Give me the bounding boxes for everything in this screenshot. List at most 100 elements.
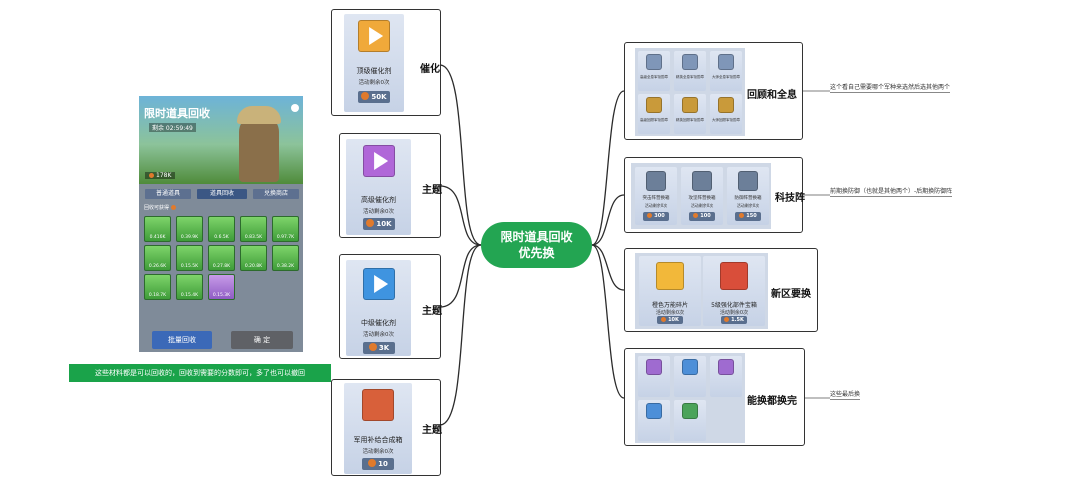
hero-banner: 限时道具回收 剩余 02:59:49 178K	[139, 96, 303, 184]
resource-tile[interactable]: 0.97.7K	[272, 216, 299, 242]
resource-amount: 0.83.5K	[244, 235, 263, 240]
tab-normal[interactable]: 普通道具	[145, 189, 191, 199]
catalyst-icon	[358, 20, 390, 52]
resource-amount: 0.38.2K	[276, 264, 295, 269]
resource-tile[interactable]: 0.26.6K	[144, 245, 171, 271]
holo-card: 高级全息军衔勋章	[638, 51, 670, 91]
coin-icon	[368, 459, 377, 467]
resource-tile[interactable]: 0.39.9K	[176, 216, 203, 242]
item-price: 10K	[363, 218, 395, 230]
resource-tile[interactable]: 0.18.7K	[144, 274, 171, 300]
item-price: 10	[362, 458, 394, 470]
topic-label: 能换都换完	[747, 396, 797, 407]
soldier-figure	[239, 114, 279, 182]
item-remain: 活动剩余0次	[358, 80, 390, 86]
item-card-mid-catalyst: 中级催化剂 活动剩余0次 3K	[346, 260, 411, 356]
resource-amount: 0.97.7K	[276, 235, 295, 240]
tech-grid: 突击阵营换箱 活动剩余0次 300 攻坚阵营换箱 活动剩余0次 100 防御阵营…	[631, 163, 771, 229]
resource-amount: 0.416K	[149, 235, 166, 240]
catalyst-icon	[363, 145, 395, 177]
holo-card: 大师回顾军衔勋章	[710, 94, 742, 134]
supply-box-icon	[362, 389, 394, 421]
region-card: 橙色万能碎片 活动剩余0次 10K	[639, 256, 701, 326]
tab-recycle[interactable]: 道具回收	[197, 189, 247, 199]
resource-tile[interactable]: 0.416K	[144, 216, 171, 242]
item-price: 50K	[358, 91, 390, 103]
resource-amount: 0.6.5K	[214, 235, 229, 240]
resource-tile[interactable]: 0.83.5K	[240, 216, 267, 242]
holo-note: 这个看自己需要哪个军种来选然后选其他两个	[830, 84, 951, 93]
tab-shop[interactable]: 兑换商店	[253, 189, 299, 199]
batch-recycle-button[interactable]: 批量回收	[152, 331, 212, 349]
coin-icon	[366, 219, 375, 227]
chest-icon	[720, 262, 748, 290]
resource-amount: 0.39.9K	[180, 235, 199, 240]
countdown: 剩余 02:59:49	[149, 123, 196, 132]
resource-amount: 0.15.4K	[180, 293, 199, 298]
resource-grid: 0.416K 0.39.9K 0.6.5K 0.83.5K 0.97.7K 0.26.6K…	[144, 216, 300, 306]
item-card-advanced-catalyst: 高级催化剂 活动剩余0次 10K	[346, 139, 411, 235]
topic-tech[interactable]: 突击阵营换箱 活动剩余0次 300 攻坚阵营换箱 活动剩余0次 100 防御阵营…	[624, 157, 805, 233]
resource-tile[interactable]: 0.27.8K	[208, 245, 235, 271]
central-topic[interactable]: 限时道具回收 优先换	[481, 222, 592, 268]
crate-icon	[738, 171, 758, 191]
topic-label: 催化	[420, 64, 440, 75]
item-name: 高级催化剂	[361, 196, 396, 204]
holo-grid: 高级全息军衔勋章 精英全息军衔勋章 大师全息军衔勋章 高级回顾军衔勋章 精英回顾…	[635, 48, 745, 136]
info-icon[interactable]	[291, 104, 299, 112]
holo-card: 精英全息军衔勋章	[674, 51, 706, 91]
item-price: 3K	[363, 342, 395, 354]
item-remain: 活动剩余0次	[363, 209, 394, 215]
item-remain: 活动剩余0次	[362, 449, 394, 455]
central-topic-line2: 优先换	[518, 246, 555, 260]
item-remain: 活动剩余0次	[363, 332, 394, 338]
resource-tile[interactable]: 0.15.4K	[176, 274, 203, 300]
recycle-subtitle: 回收可获得	[144, 204, 178, 211]
resource-tile[interactable]: 0.15.5K	[176, 245, 203, 271]
item-name: 顶级催化剂	[356, 67, 392, 75]
resource-amount: 0.26.6K	[148, 264, 167, 269]
item-name: 军用补给合成箱	[353, 436, 403, 444]
topic-advanced-catalyst[interactable]: 高级催化剂 活动剩余0次 10K 主题	[339, 133, 442, 238]
resource-tile[interactable]: 0.20.8K	[240, 245, 267, 271]
resource-amount: 0.15.3K	[212, 293, 231, 298]
coin-icon	[361, 92, 370, 100]
item-name: 中级催化剂	[361, 319, 396, 327]
topic-catalyst[interactable]: 顶级催化剂 活动剩余0次 50K 催化	[331, 9, 441, 116]
topic-label: 主题	[422, 185, 442, 196]
resource-tile[interactable]: 0.15.3K	[208, 274, 235, 300]
topic-label: 回顾和全息	[747, 90, 797, 101]
crate-icon	[646, 171, 666, 191]
region-grid: 橙色万能碎片 活动剩余0次 10K 5级强化部件宝箱 活动剩余0次 1.5K	[635, 253, 768, 329]
tech-note: 前期换防御（也就是其他两个）-后期换防御阵	[830, 188, 953, 197]
region-card: 5级强化部件宝箱 活动剩余0次 1.5K	[703, 256, 765, 326]
item-card-top-catalyst: 顶级催化剂 活动剩余0次 50K	[344, 14, 404, 112]
central-topic-line1: 限时道具回收	[500, 230, 573, 244]
topic-supply-box[interactable]: 军用补给合成箱 活动剩余0次 10 主题	[331, 379, 442, 476]
topic-mid-catalyst[interactable]: 中级催化剂 活动剩余0次 3K 主题	[339, 254, 442, 359]
screen-title: 限时道具回收	[144, 107, 210, 120]
resource-tile[interactable]: 0.38.2K	[272, 245, 299, 271]
helmet	[237, 106, 281, 124]
recycle-note-banner: 这些材料都是可以回收的，回收到需要的分数即可，多了也可以撤回	[69, 364, 331, 382]
topic-label: 主题	[422, 425, 442, 436]
puzzle-icon	[656, 262, 684, 290]
holo-card: 大师全息军衔勋章	[710, 51, 742, 91]
tech-card: 突击阵营换箱 活动剩余0次 300	[635, 167, 677, 225]
confirm-button[interactable]: 确 定	[231, 331, 293, 349]
topic-new-region[interactable]: 橙色万能碎片 活动剩余0次 10K 5级强化部件宝箱 活动剩余0次 1.5K 新…	[624, 248, 818, 332]
rest-grid	[635, 353, 745, 443]
resource-amount: 0.27.8K	[212, 264, 231, 269]
resource-tile[interactable]: 0.6.5K	[208, 216, 235, 242]
rest-note: 这些最后换	[830, 391, 861, 400]
game-screenshot: 限时道具回收 剩余 02:59:49 178K 普通道具 道具回收 兑换商店 回…	[139, 96, 303, 352]
resource-amount: 0.18.7K	[148, 293, 167, 298]
resource-amount: 0.20.8K	[244, 264, 263, 269]
holo-card: 精英回顾军衔勋章	[674, 94, 706, 134]
holo-card: 高级回顾军衔勋章	[638, 94, 670, 134]
topic-exchange-rest[interactable]: 能换都换完	[624, 348, 805, 446]
coin-icon	[368, 343, 377, 351]
resource-amount: 0.15.5K	[180, 264, 199, 269]
topic-holo[interactable]: 高级全息军衔勋章 精英全息军衔勋章 大师全息军衔勋章 高级回顾军衔勋章 精英回顾…	[624, 42, 803, 140]
crate-icon	[692, 171, 712, 191]
